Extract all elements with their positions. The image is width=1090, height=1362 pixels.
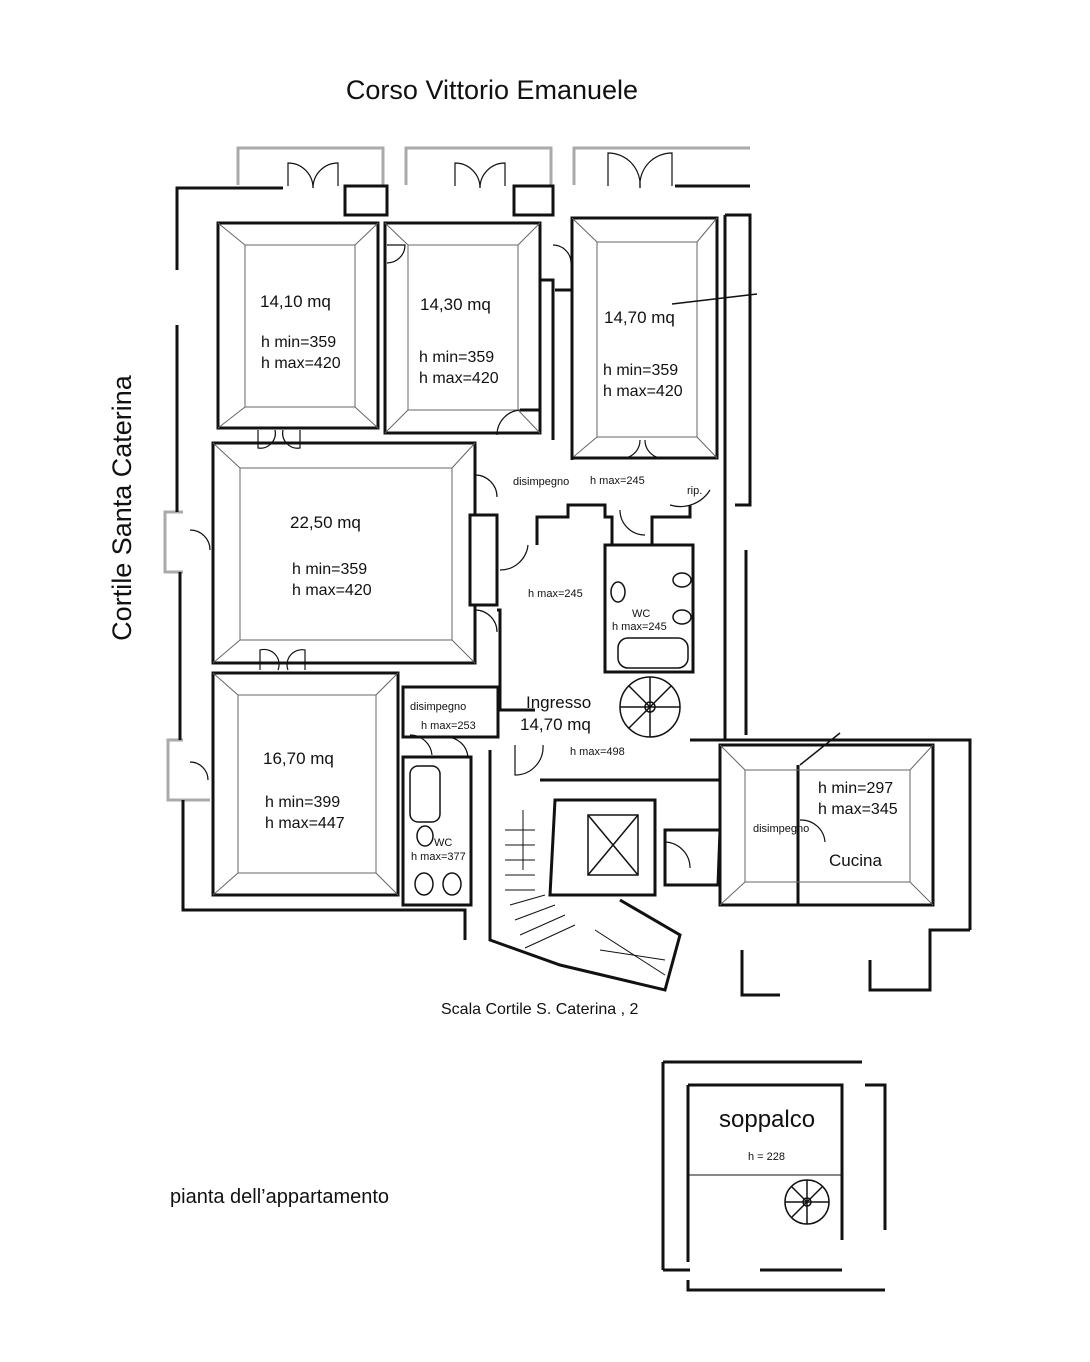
- lift-icon: [587, 814, 639, 876]
- stair-label: Scala Cortile S. Caterina , 2: [441, 1001, 639, 1018]
- stairwell: [488, 750, 722, 992]
- room-1-hmin: h min=359: [261, 334, 336, 351]
- wc1-label: WC: [632, 608, 650, 620]
- disimpegno-kitchen-label: disimpegno: [753, 823, 809, 835]
- kitchen-hmin: h min=297: [818, 780, 893, 797]
- room-bedroom-5: 16,70 mq h min=399 h max=447: [211, 671, 400, 897]
- room-2-hmin: h min=359: [419, 349, 494, 366]
- ingresso-name: Ingresso: [526, 693, 591, 712]
- room-5-area: 16,70 mq: [263, 749, 334, 768]
- wc1-height: h max=245: [612, 621, 667, 633]
- room-3-area: 14,70 mq: [604, 308, 675, 327]
- room-bedroom-2: 14,30 mq h min=359 h max=420: [383, 221, 542, 435]
- room-5-hmin: h min=399: [265, 794, 340, 811]
- hmax-253-label: h max=253: [421, 720, 476, 732]
- hmax-245-corridor-label: h max=245: [528, 588, 583, 600]
- hmax-245-top-label: h max=245: [590, 475, 645, 487]
- living-hmin: h min=359: [292, 561, 367, 578]
- street-label-top: Corso Vittorio Emanuele: [346, 75, 638, 105]
- soppalco-plan: [661, 1060, 887, 1292]
- street-label-left: Cortile Santa Caterina: [107, 374, 137, 641]
- ingresso-hmax: h max=498: [570, 746, 625, 758]
- bathroom-2: [401, 685, 500, 907]
- wc2-label: WC: [434, 837, 452, 849]
- kitchen-hmax: h max=345: [818, 801, 898, 818]
- corridor-walls-2: [468, 503, 725, 742]
- spiral-staircase-icon: [619, 676, 681, 738]
- stair-steps: [505, 810, 666, 976]
- kitchen-name: Cucina: [829, 851, 882, 870]
- room-bedroom-3: 14,70 mq h min=359 h max=420: [570, 216, 758, 460]
- room-3-hmin: h min=359: [603, 362, 678, 379]
- rip-label: rip.: [687, 485, 702, 497]
- living-area: 22,50 mq: [290, 513, 361, 532]
- room-2-area: 14,30 mq: [420, 295, 491, 314]
- disimpegno-left-label: disimpegno: [410, 701, 466, 713]
- doors: [189, 152, 826, 869]
- outer-walls: [175, 184, 972, 997]
- room-3-hmax: h max=420: [603, 383, 683, 400]
- corridor-walls: [520, 278, 574, 460]
- balconies: [163, 146, 750, 802]
- room-living: 22,50 mq h min=359 h max=420: [211, 441, 477, 665]
- room-1-area: 14,10 mq: [260, 292, 331, 311]
- ingresso-area: 14,70 mq: [520, 715, 591, 734]
- room-ingresso: Ingresso 14,70 mq h max=498: [520, 693, 625, 758]
- room-1-hmax: h max=420: [261, 355, 341, 372]
- room-kitchen: h min=297 h max=345 Cucina: [718, 732, 935, 907]
- living-hmax: h max=420: [292, 582, 372, 599]
- soppalco-height: h = 228: [748, 1151, 785, 1163]
- wc2-height: h max=377: [411, 851, 466, 863]
- plan-title: pianta dell’appartamento: [170, 1186, 389, 1208]
- spiral-staircase-soppalco-icon: [784, 1179, 830, 1225]
- bathroom-1: [603, 543, 695, 674]
- disimpegno-top-label: disimpegno: [513, 476, 569, 488]
- room-bedroom-1: 14,10 mq h min=359 h max=420: [216, 221, 380, 430]
- room-2-hmax: h max=420: [419, 370, 499, 387]
- soppalco-name: soppalco: [719, 1106, 815, 1133]
- room-5-hmax: h max=447: [265, 815, 345, 832]
